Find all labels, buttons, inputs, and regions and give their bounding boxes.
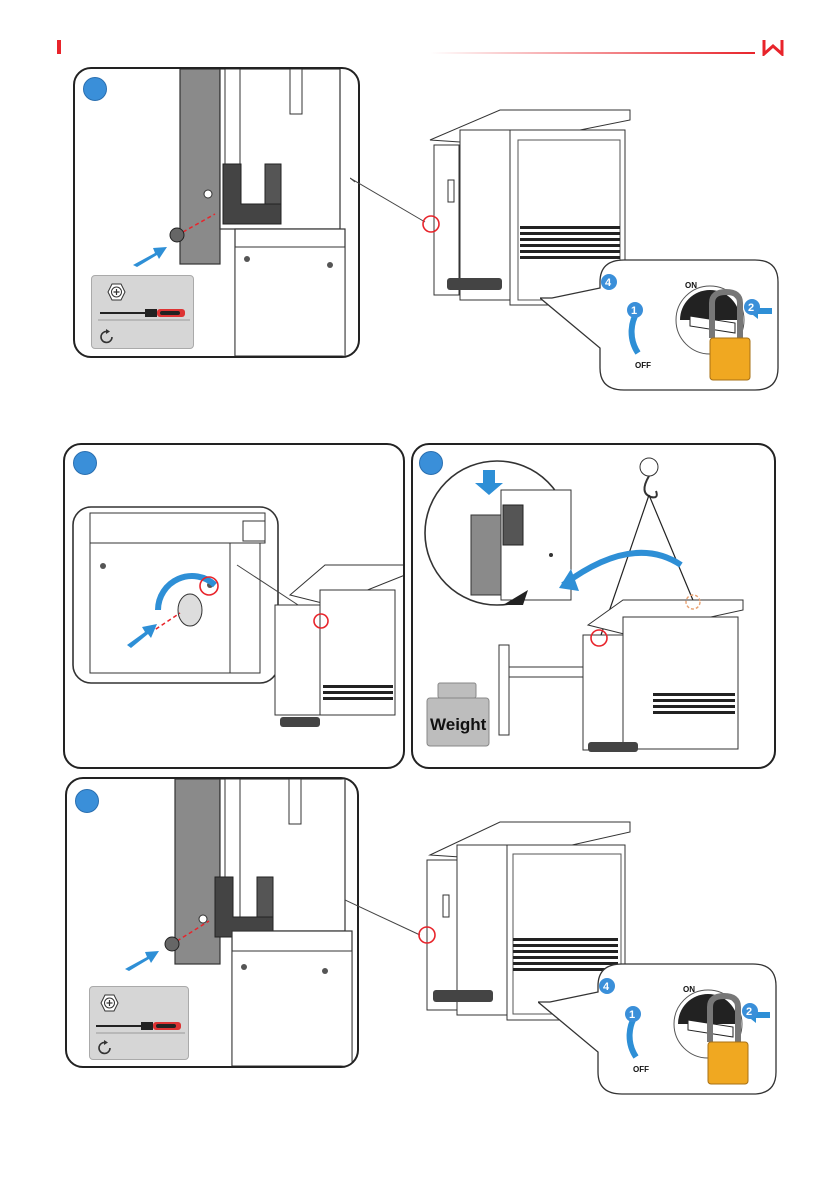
step-indicator-3 (419, 451, 443, 475)
switch-step-lock-number: 2 (748, 302, 754, 314)
handle-insertion-illustration (65, 445, 403, 767)
step-indicator-1 (83, 77, 107, 101)
header-red-marker (57, 40, 61, 54)
switch-on-label: ON (685, 281, 697, 290)
switch-off-label-2: OFF (633, 1065, 649, 1074)
switch-step-on-number-2: 4 (603, 981, 610, 993)
switch-step-off-number: 1 (631, 305, 637, 317)
screwdriver-icon-2 (96, 1021, 186, 1031)
switch-callout-bottom: ON OFF 4 1 2 (538, 962, 778, 1096)
switch-step-on-number: 4 (605, 277, 612, 289)
step-indicator-4 (75, 789, 99, 813)
rotate-clockwise-icon (98, 328, 116, 346)
step-panel-3: Weight (411, 443, 776, 769)
step-indicator-2 (73, 451, 97, 475)
tool-box-2 (89, 986, 189, 1060)
tool-box (91, 275, 194, 349)
switch-off-label: OFF (635, 361, 651, 370)
switch-callout-top: ON OFF 4 1 2 (540, 258, 780, 392)
switch-step-lock-number-2: 2 (746, 1006, 752, 1018)
header-gradient-line (430, 52, 755, 54)
brand-logo-icon (762, 38, 784, 56)
screwdriver-icon (100, 308, 190, 318)
weight-label: Weight (430, 715, 487, 734)
step-panel-2 (63, 443, 405, 769)
switch-step-off-number-2: 1 (629, 1009, 635, 1021)
switch-on-label-2: ON (683, 985, 695, 994)
step-panel-1 (73, 67, 360, 358)
step-panel-4 (65, 777, 359, 1068)
hoisting-illustration: Weight (413, 445, 774, 767)
rotate-clockwise-icon-2 (96, 1039, 114, 1057)
